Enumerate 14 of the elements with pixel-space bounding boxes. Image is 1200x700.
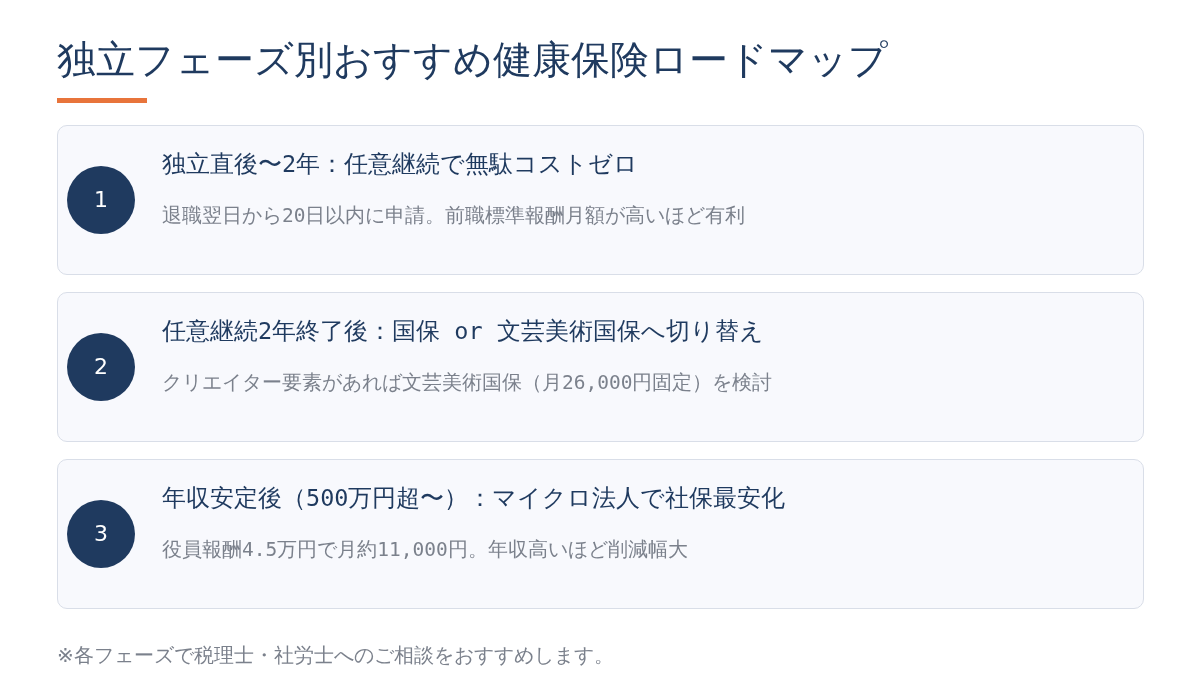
step-number-circle: 1	[67, 166, 135, 234]
phase-heading: 年収安定後（500万円超〜）：マイクロ法人で社保最安化	[162, 483, 786, 514]
step-number-circle: 3	[67, 500, 135, 568]
phase-card	[57, 459, 1144, 609]
phase-description: 退職翌日から20日以内に申請。前職標準報酬月額が高いほど有利	[162, 203, 746, 229]
title: 独立フェーズ別おすすめ健康保険ロードマップ	[57, 36, 889, 84]
step-number-circle: 2	[67, 333, 135, 401]
phase-card	[57, 125, 1144, 275]
phase-heading: 独立直後〜2年：任意継続で無駄コストゼロ	[162, 149, 640, 180]
footnote: ※各フェーズで税理士・社労士へのご相談をおすすめします。	[57, 642, 615, 668]
phase-heading: 任意継続2年終了後：国保 or 文芸美術国保へ切り替え	[162, 316, 765, 347]
phase-description: クリエイター要素があれば文芸美術国保（月26,000円固定）を検討	[162, 370, 773, 396]
phase-card	[57, 292, 1144, 442]
phase-description: 役員報酬4.5万円で月約11,000円。年収高いほど削減幅大	[162, 537, 689, 563]
